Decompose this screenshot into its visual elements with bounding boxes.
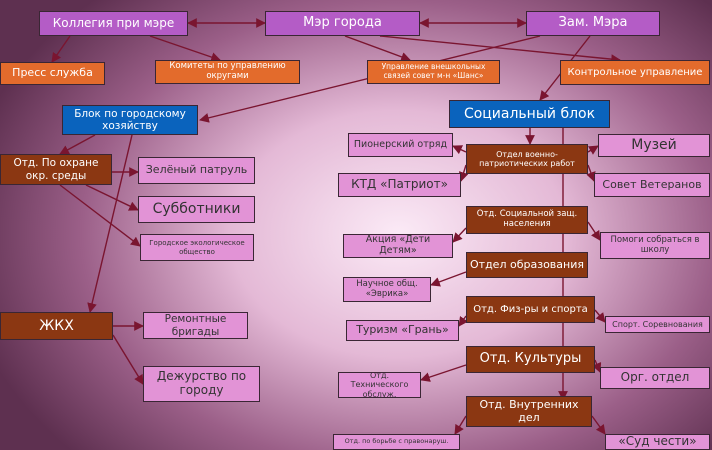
- node-tech-service: Отд. Технического обслуж.: [338, 372, 421, 398]
- node-press: Пресс служба: [0, 62, 105, 85]
- node-competitions: Спорт. Соревнования: [605, 316, 710, 333]
- node-collegium: Коллегия при мэре: [39, 11, 188, 36]
- node-mayor: Мэр города: [265, 11, 420, 36]
- node-city-block: Блок по городскому хозяйству: [62, 105, 198, 135]
- node-external: Управление внешкольных связей совет м-н …: [367, 60, 500, 84]
- arrow-military-museum: [587, 145, 599, 155]
- node-museum: Музей: [598, 134, 710, 157]
- arrow-env-subbotniki: [85, 184, 139, 211]
- arrow-collegium-committees: [149, 35, 221, 62]
- node-control: Контрольное управление: [560, 60, 710, 85]
- node-pioneer: Пионерский отряд: [348, 133, 453, 157]
- node-social-block: Социальный блок: [449, 100, 610, 128]
- node-veterans: Совет Ветеранов: [594, 173, 710, 197]
- arrow-military-pioneer: [452, 145, 467, 155]
- node-eco-society: Городское экологическое общество: [140, 234, 254, 261]
- node-education: Отдел образования: [466, 252, 588, 278]
- arrow-socprot-school: [587, 221, 601, 241]
- arrow-internal-court: [591, 415, 606, 435]
- arrow-culture-tech: [420, 364, 467, 382]
- arrow-mayor-control: [379, 35, 621, 64]
- node-social-protection: Отд. Социальной защ. населения: [466, 206, 588, 234]
- node-repair: Ремонтные бригады: [143, 312, 248, 339]
- node-military: Отдел военно-патриотических работ: [466, 144, 588, 174]
- node-eureka: Научное общ. «Эврика»: [343, 277, 431, 302]
- node-tourism: Туризм «Грань»: [346, 320, 459, 341]
- node-subbotniki: Субботники: [138, 196, 255, 223]
- node-deputy: Зам. Мэра: [526, 11, 660, 36]
- node-internal: Отд. Внутренних дел: [466, 396, 592, 427]
- node-env-dept: Отд. По охране окр. среды: [0, 154, 112, 185]
- node-ktd: КТД «Патриот»: [338, 173, 461, 197]
- node-kids-action: Акция «Дети Детям»: [343, 234, 453, 258]
- node-committees: Комитеты по управлению округами: [155, 60, 300, 84]
- node-zhkh: ЖКХ: [0, 312, 113, 340]
- node-sport: Отд. Физ-ры и спорта: [466, 296, 595, 323]
- node-green-patrol: Зелёный патруль: [138, 157, 255, 184]
- arrow-internal-offense: [454, 415, 467, 435]
- node-duty: Дежурство по городу: [143, 366, 260, 402]
- arrow-collegium-press: [51, 35, 71, 63]
- arrow-edu-eureka: [430, 271, 467, 287]
- node-culture: Отд. Культуры: [466, 346, 595, 373]
- arrow-zhkh-duty: [112, 334, 144, 385]
- arrow-mayor-external: [344, 35, 411, 62]
- node-org-dept: Орг. отдел: [600, 367, 710, 389]
- arrow-sport-competitions: [594, 309, 606, 323]
- node-school-help: Помоги собраться в школу: [600, 232, 710, 259]
- arrow-env-eco: [59, 184, 141, 247]
- node-court: «Суд чести»: [605, 434, 710, 450]
- arrow-socprot-kids: [452, 227, 467, 243]
- arrow-sport-tourism: [458, 315, 469, 327]
- arrow-cityblock-env: [59, 134, 96, 155]
- node-offense: Отд. по борьбе с правонаруш.: [333, 434, 460, 450]
